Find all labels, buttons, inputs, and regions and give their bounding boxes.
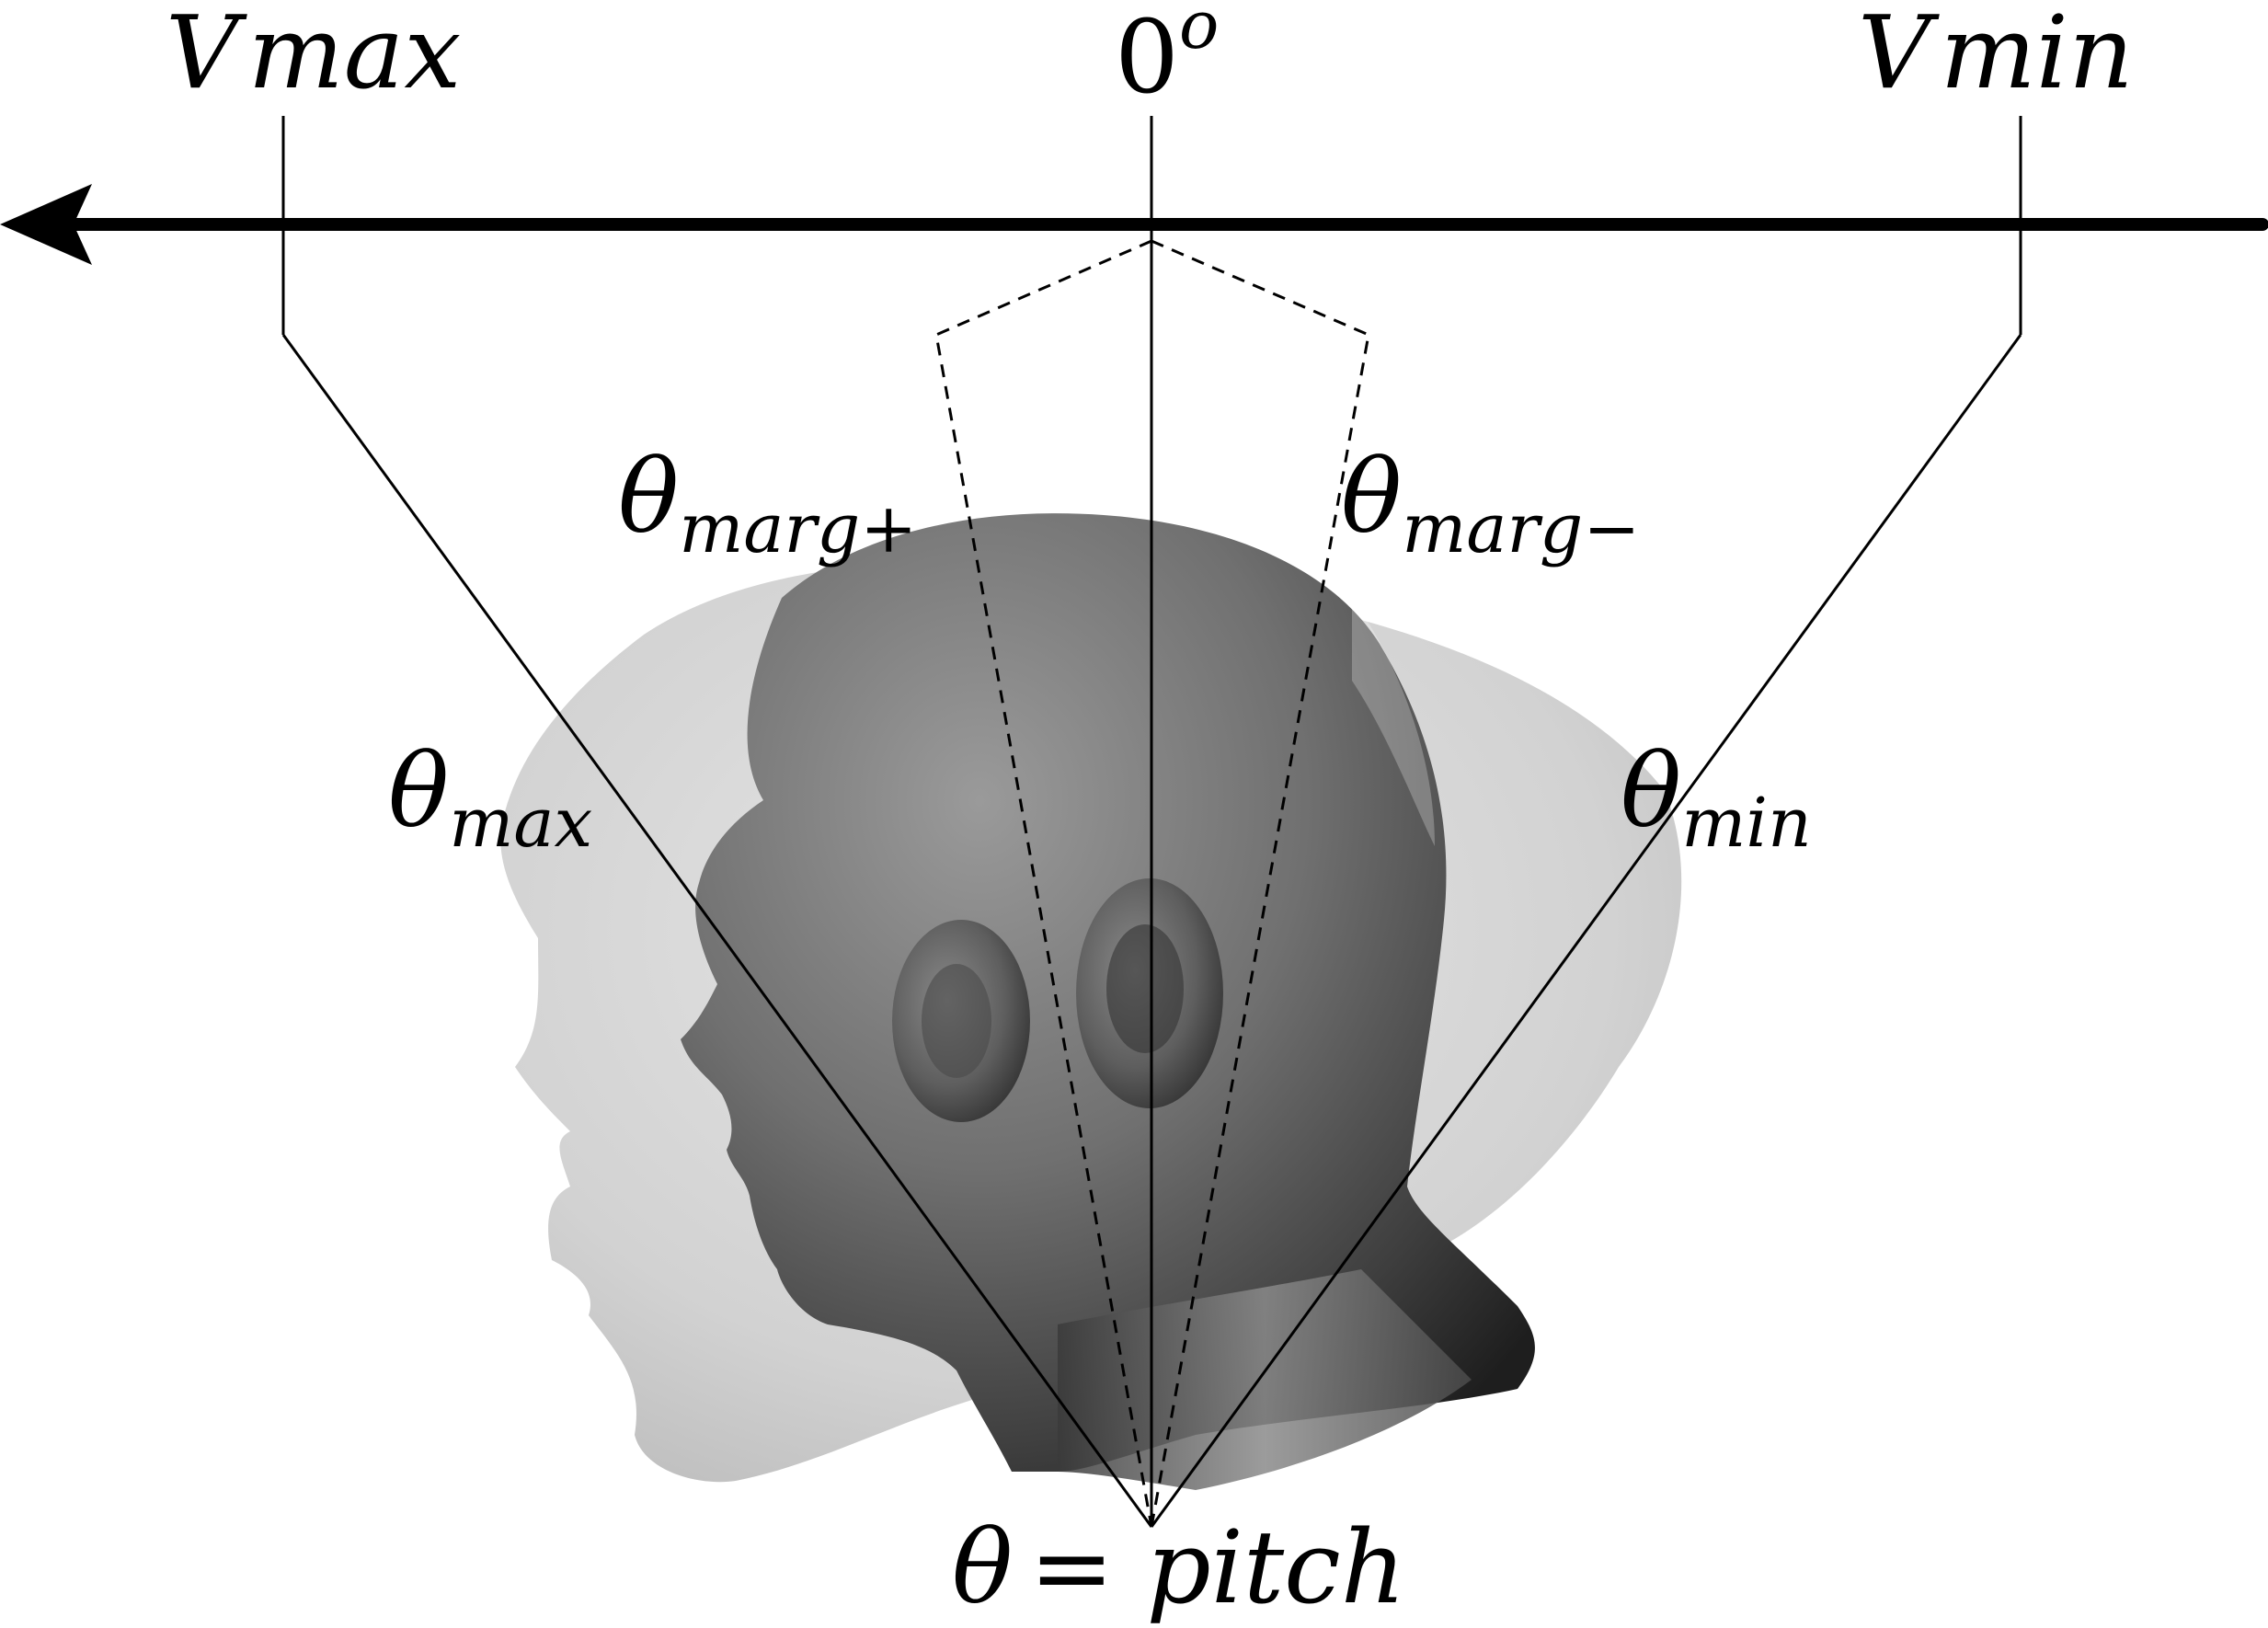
- rear-ear-inner: [1106, 924, 1184, 1053]
- skull-sheen: [1352, 598, 1435, 846]
- theta-pitch-label: θ= pitch: [952, 1508, 1406, 1626]
- marg-plus-dashed: [934, 239, 1153, 1528]
- theta-min-label: θmin: [1621, 732, 1812, 863]
- theta-marg-plus-label: θmarg+: [618, 438, 917, 568]
- head-image: [500, 513, 1682, 1490]
- neck-shape: [1058, 1269, 1472, 1490]
- front-ear-inner: [922, 964, 991, 1078]
- pitch-geometry: [0, 116, 2268, 1528]
- vmin-label: Vmin: [1858, 0, 2134, 111]
- theta-marg-minus-label: θmarg−: [1341, 438, 1640, 568]
- vmax-label: Vmax: [166, 0, 461, 111]
- marg-minus-dashed: [1150, 239, 1370, 1528]
- zero-degree-label: 0o: [1115, 0, 1219, 116]
- theta-max-label: θmax: [388, 732, 592, 863]
- labels: Vmax 0o Vmin θmarg+ θmarg− θmax θmin θ= …: [166, 0, 2134, 1626]
- theta-min-ray: [1150, 334, 2022, 1528]
- axis-arrowhead: [0, 184, 92, 265]
- theta-max-ray: [281, 334, 1153, 1528]
